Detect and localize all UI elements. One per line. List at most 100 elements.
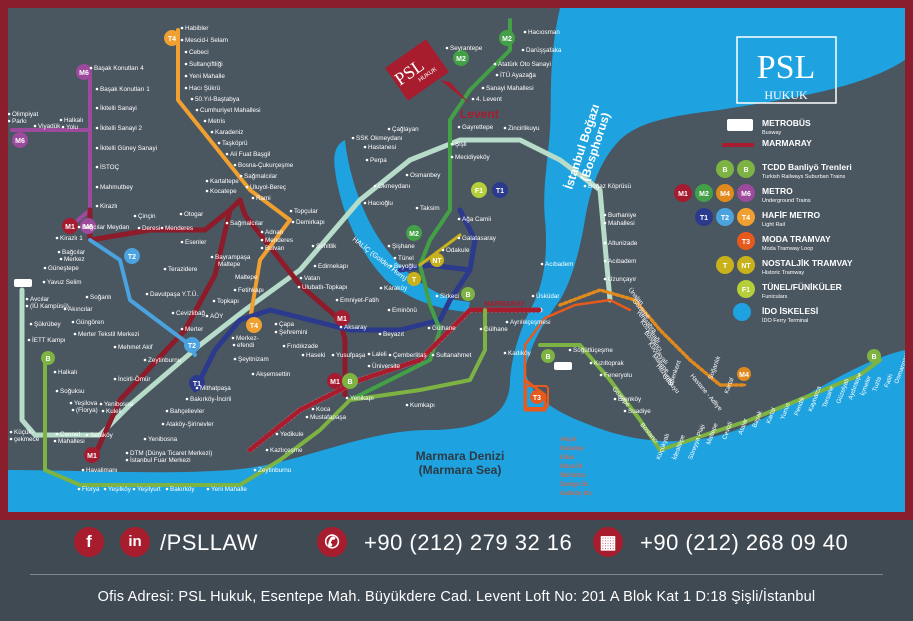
station-dot bbox=[331, 353, 335, 357]
station-label: 4. Levent bbox=[476, 96, 502, 103]
facebook-icon[interactable]: f bbox=[74, 527, 104, 557]
station-dot bbox=[77, 225, 81, 229]
legend-badge-text: T4 bbox=[742, 215, 750, 222]
station-label: Bakırköy-İncirli bbox=[190, 394, 231, 403]
legend-item-marmaray: MARMARAY bbox=[722, 138, 812, 148]
logo-subtitle: HUKUK bbox=[764, 88, 808, 102]
station-dot bbox=[225, 221, 229, 225]
station-dot bbox=[297, 285, 301, 289]
station-dot bbox=[69, 401, 73, 405]
legend-badge-text: T bbox=[723, 263, 728, 270]
station-dot bbox=[415, 206, 419, 210]
phone-number[interactable]: +90 (212) 279 32 16 bbox=[364, 530, 573, 555]
social-handle[interactable]: /PSLLAW bbox=[160, 530, 259, 555]
station-dot bbox=[217, 141, 221, 145]
station-dot bbox=[363, 201, 367, 205]
station-label: Kocatepe bbox=[210, 188, 237, 195]
station-label: Eminönü bbox=[392, 307, 417, 314]
station-label: Karaköy bbox=[384, 285, 408, 292]
station-dot bbox=[73, 332, 77, 336]
station-dot bbox=[351, 136, 355, 140]
station-label: Beyoğlu bbox=[394, 263, 417, 270]
station-label: Merkez- bbox=[236, 335, 259, 342]
svg-text:T4: T4 bbox=[168, 36, 176, 43]
station-dot bbox=[457, 217, 461, 221]
svg-text:M1: M1 bbox=[330, 379, 340, 386]
station-label: Mahallesi bbox=[608, 220, 635, 227]
station-label: Maltepe bbox=[218, 261, 241, 268]
station-dot bbox=[180, 327, 184, 331]
station-label: Şükrübey bbox=[34, 321, 61, 328]
station-label: Çapa bbox=[279, 321, 295, 328]
station-label: 50.Yıl-Baştabya bbox=[195, 96, 240, 103]
station-label: Menderes bbox=[265, 237, 293, 244]
svg-text:NT: NT bbox=[432, 258, 442, 265]
station-dot bbox=[251, 196, 255, 200]
logo-text: PSL bbox=[757, 49, 816, 86]
station-dot bbox=[531, 294, 535, 298]
legend-badge bbox=[737, 184, 755, 202]
legend-badge-text: M6 bbox=[741, 191, 751, 198]
svg-text:M4: M4 bbox=[739, 372, 749, 379]
sea-label: Marmara Denizi bbox=[416, 449, 505, 463]
station-dot bbox=[143, 437, 147, 441]
station-label: Mühürdar bbox=[560, 473, 586, 479]
station-dot bbox=[210, 130, 214, 134]
office-pin[interactable]: PSL HUKUK Levent bbox=[385, 39, 499, 121]
station-label: Rami bbox=[256, 195, 271, 202]
station-dot bbox=[145, 292, 149, 296]
station-label: Küçük- bbox=[14, 429, 34, 436]
station-dot bbox=[9, 430, 13, 434]
legend-badge bbox=[737, 208, 755, 226]
station-dot bbox=[503, 351, 507, 355]
station-dot bbox=[603, 241, 607, 245]
station-label: (İÜ Kampüsü) bbox=[30, 301, 69, 310]
station-dot bbox=[583, 184, 587, 188]
legend-badge-text: T2 bbox=[721, 215, 729, 222]
station-label: Altıyol bbox=[560, 437, 576, 443]
station-dot bbox=[205, 189, 209, 193]
station-label: Ataköy-Şirinevler bbox=[166, 421, 214, 428]
station-label: Beyazıt bbox=[383, 331, 404, 338]
station-label: Koca bbox=[316, 406, 331, 413]
station-label: Yeni Mahalle bbox=[211, 486, 247, 493]
station-dot bbox=[405, 173, 409, 177]
legend-title: NOSTALJİK TRAMVAY bbox=[762, 258, 853, 268]
station-dot bbox=[163, 267, 167, 271]
station-label: Yeşilyurt bbox=[137, 486, 161, 493]
station-label: Taşköprü bbox=[222, 140, 248, 147]
station-label: Habibler bbox=[185, 25, 208, 32]
line-nt bbox=[418, 233, 462, 267]
station-label: Şişli bbox=[455, 141, 467, 148]
station-label: Laleli bbox=[372, 351, 387, 358]
station-dot bbox=[27, 338, 31, 342]
station-label: Halkalı bbox=[64, 117, 83, 124]
station-label: Taksim bbox=[420, 205, 440, 212]
station-label: Boğaz Köprüsü bbox=[588, 183, 632, 190]
station-label: Maltepe bbox=[235, 274, 258, 281]
fax-number[interactable]: +90 (212) 268 09 40 bbox=[640, 530, 849, 555]
station-label: Topkapı bbox=[217, 298, 239, 305]
station-dot bbox=[33, 124, 37, 128]
legend-title: MODA TRAMVAY bbox=[762, 234, 831, 244]
station-dot bbox=[379, 286, 383, 290]
linkedin-icon[interactable]: in bbox=[120, 527, 150, 557]
marmaray-label: MARMARAY bbox=[484, 301, 525, 308]
legend-badge bbox=[737, 232, 755, 250]
line-t1 bbox=[192, 207, 478, 393]
station-dot bbox=[101, 409, 105, 413]
station-dot bbox=[481, 86, 485, 90]
legend-subtitle: Funiculars bbox=[762, 294, 788, 300]
marmaray-icon bbox=[722, 143, 754, 147]
station-dot bbox=[568, 348, 572, 352]
station-label: Mustafapaşa bbox=[310, 414, 347, 421]
station-dot bbox=[161, 422, 165, 426]
station-dot bbox=[137, 226, 141, 230]
station-dot bbox=[113, 377, 117, 381]
station-dot bbox=[603, 213, 607, 217]
station-label: Mehmet Akif bbox=[118, 344, 153, 351]
station-label: çekmece bbox=[14, 436, 40, 443]
station-dot bbox=[493, 62, 497, 66]
